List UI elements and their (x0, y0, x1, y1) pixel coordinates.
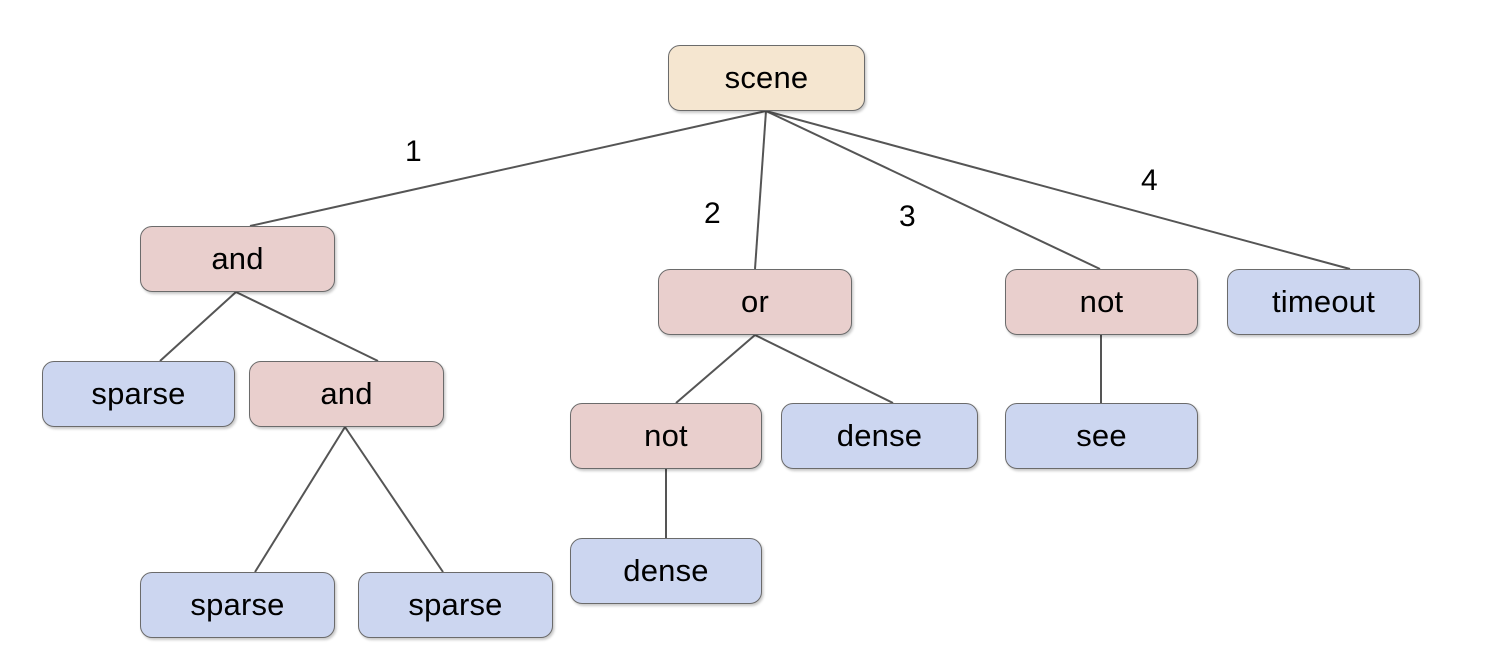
tree-edge (254, 426, 346, 573)
tree-node-label: not (644, 417, 688, 453)
tree-node-label: sparse (91, 375, 186, 411)
tree-node-label: and (320, 375, 373, 411)
tree-node-see[interactable]: see (1005, 403, 1198, 469)
tree-node-label: and (211, 240, 264, 276)
tree-node-label: see (1076, 417, 1127, 453)
tree-node-timeout[interactable]: timeout (1227, 269, 1420, 335)
tree-node-and2[interactable]: and (249, 361, 444, 427)
tree-node-label: or (741, 283, 769, 319)
tree-node-label: dense (623, 552, 709, 588)
tree-node-and1[interactable]: and (140, 226, 335, 292)
tree-edge (754, 334, 894, 404)
tree-node-label: scene (724, 59, 809, 95)
tree-edge (235, 291, 379, 362)
tree-edge (675, 334, 756, 404)
edge-label-1: 1 (405, 135, 422, 168)
tree-edge (765, 110, 1351, 270)
tree-node-or1[interactable]: or (658, 269, 852, 335)
tree-node-not2[interactable]: not (1005, 269, 1198, 335)
tree-node-label: timeout (1271, 283, 1376, 319)
edge-label-4: 4 (1141, 164, 1158, 197)
tree-node-sparse3[interactable]: sparse (358, 572, 553, 638)
tree-node-sparse1[interactable]: sparse (42, 361, 235, 427)
tree-node-label: sparse (190, 586, 285, 622)
tree-node-not1[interactable]: not (570, 403, 762, 469)
tree-edge (754, 110, 767, 270)
tree-edge (159, 291, 237, 362)
edge-label-3: 3 (899, 200, 916, 233)
tree-edge (344, 426, 444, 573)
tree-edge (765, 110, 1101, 270)
tree-node-label: dense (836, 417, 923, 453)
tree-node-label: not (1079, 283, 1124, 319)
tree-edge (249, 110, 767, 227)
tree-node-sparse2[interactable]: sparse (140, 572, 335, 638)
edge-label-2: 2 (704, 197, 721, 230)
tree-node-label: sparse (408, 586, 503, 622)
tree-node-dense1[interactable]: dense (781, 403, 978, 469)
tree-node-scene[interactable]: scene (668, 45, 865, 111)
tree-node-dense2[interactable]: dense (570, 538, 762, 604)
